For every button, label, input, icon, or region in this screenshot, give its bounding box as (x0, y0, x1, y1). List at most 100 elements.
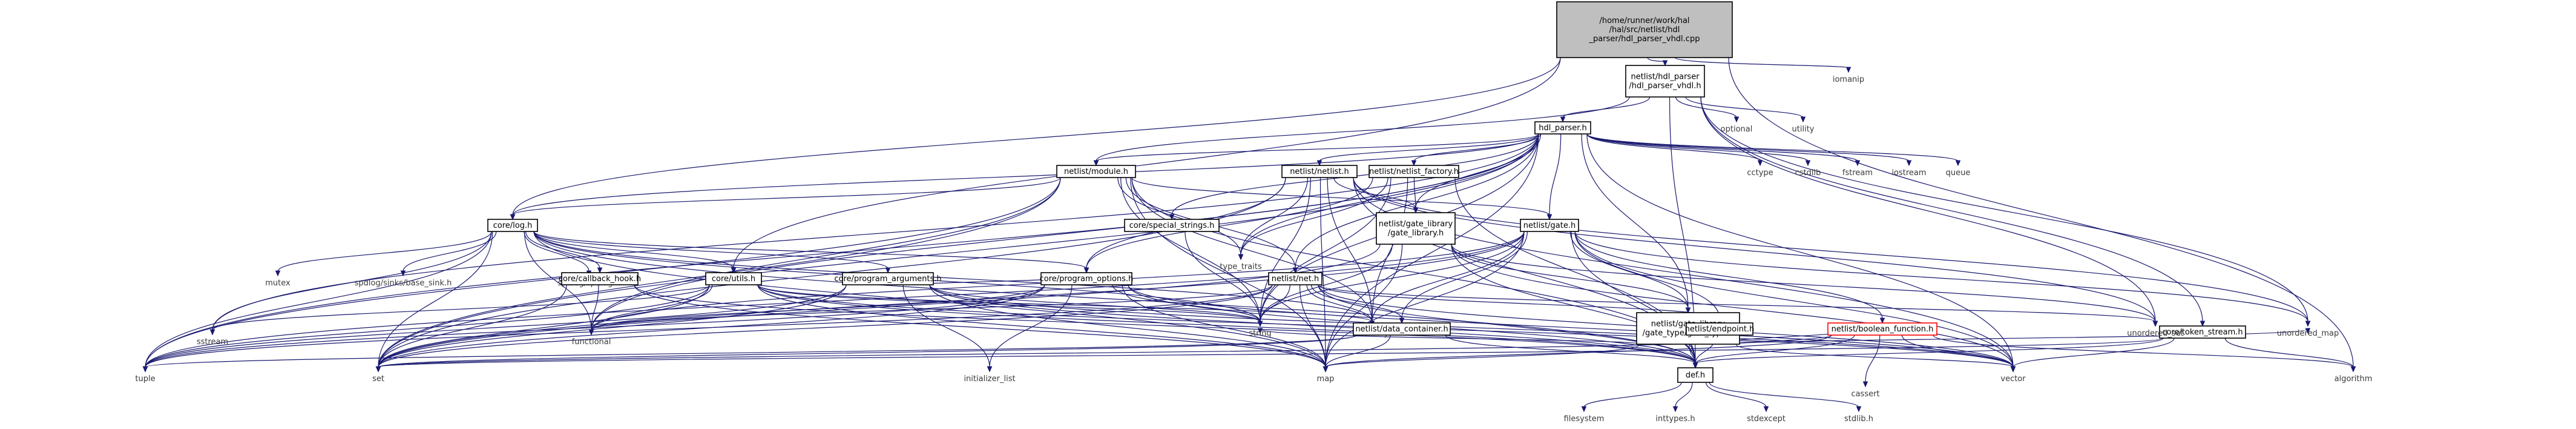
node-def[interactable]: def.h (1677, 367, 1714, 383)
node-label-hpv: /hdl_parser_vhdl.h (1629, 82, 1701, 91)
edge-log-to-progargs (533, 231, 889, 269)
edge-progargs-to-set (378, 284, 847, 368)
edge-root-to-log (512, 57, 1561, 216)
edge-hpv-to-utility (1685, 96, 1804, 118)
node-box-nfactory (1368, 165, 1459, 178)
edge-log-to-spdlog (524, 231, 590, 272)
edge-utils-to-sstream (212, 284, 710, 331)
node-label-fstream: fstream (1842, 168, 1873, 178)
edge-gate-to-gatetype (1569, 231, 1689, 309)
edge-arrowhead-gate-to-umap (2305, 321, 2311, 327)
edge-specstr-to-string (1184, 231, 1261, 322)
edge-tokenstream-to-vector (2012, 338, 2175, 368)
node-sstream: sstream (197, 338, 228, 347)
node-label-algorithm: algorithm (2334, 374, 2373, 384)
node-root[interactable]: /home/runner/work/hal/hal/src/netlist/hd… (1556, 1, 1733, 58)
node-label-spdsink: spdlog/sinks/base_sink.h (355, 279, 452, 288)
node-hp[interactable]: hdl_parser.h (1534, 121, 1591, 135)
node-module[interactable]: netlist/module.h (1056, 165, 1136, 178)
node-progargs[interactable]: core/program_arguments.h (834, 272, 942, 285)
edge-callback-to-set (378, 284, 567, 368)
edge-utils-to-map (757, 284, 1326, 368)
edge-gate-to-memory (1372, 231, 1525, 322)
edge-callback-to-functional (591, 284, 599, 331)
node-label-log: core/log.h (493, 221, 533, 230)
edge-hpv-to-umap (1700, 96, 2308, 322)
node-stdexcept: stdexcept (1747, 414, 1786, 424)
node-net[interactable]: netlist/net.h (1268, 272, 1322, 285)
node-label-functional: functional (572, 338, 611, 347)
edge-arrowhead-hp-to-iostream (1906, 160, 1912, 167)
edge-callback-to-def (634, 284, 1696, 364)
edge-netlisth-to-typetraits (1240, 177, 1309, 256)
edge-module-to-memory (1131, 177, 1373, 322)
node-label-datacont: netlist/data_container.h (1355, 325, 1448, 334)
node-label-boolfn: netlist/boolean_function.h (1832, 325, 1934, 334)
node-box-hp (1534, 121, 1591, 135)
node-datacont[interactable]: netlist/data_container.h (1353, 322, 1451, 336)
node-uset: unordered_set (2127, 329, 2183, 338)
edge-boolfn-to-vector (1901, 334, 2014, 368)
node-progopts[interactable]: core/program_options.h (1040, 272, 1134, 285)
edge-hp-to-cstdlib (1586, 133, 1809, 162)
edge-arrowhead-gate-to-boolfn (1879, 318, 1885, 324)
node-log[interactable]: core/log.h (487, 219, 538, 232)
node-inttypes: inttypes.h (1655, 414, 1695, 424)
edge-gatelib-to-uset (1451, 244, 2156, 322)
node-fstream: fstream (1842, 168, 1873, 178)
edge-root-to-hpv (1647, 57, 1666, 62)
node-box-specstr (1124, 219, 1220, 232)
node-mutex: mutex (265, 279, 291, 288)
node-label-optional: optional (1721, 125, 1753, 134)
node-label-iostream: iostream (1891, 168, 1926, 178)
node-box-progargs (842, 272, 934, 285)
edge-progopts-to-map (1122, 284, 1326, 368)
edge-arrowhead-def-to-filesystem (1581, 406, 1587, 413)
edge-gate-to-boolfn (1574, 231, 1883, 319)
node-label-module: netlist/module.h (1064, 167, 1128, 176)
edge-datacont-to-tuple (145, 334, 1358, 368)
edge-hp-to-module (1096, 133, 1539, 162)
node-specstr[interactable]: core/special_strings.h (1124, 219, 1220, 232)
node-label-stdexcept: stdexcept (1747, 414, 1786, 424)
edge-hp-to-gatelib (1415, 133, 1542, 209)
node-cstdlib: cstdlib (1795, 168, 1821, 178)
edge-boolfn-to-cassert (1865, 334, 1881, 383)
edge-arrowhead-net-to-uset (2152, 321, 2158, 327)
node-box-netlisth (1281, 165, 1358, 178)
node-label-root: _parser/hdl_parser_vhdl.cpp (1589, 35, 1700, 44)
edge-root-to-algorithm (1728, 57, 2354, 368)
edge-arrowhead-hpv-to-hp (1560, 116, 1566, 123)
node-callback[interactable]: core/callback_hook.h (559, 272, 641, 285)
edge-net-to-tuple (145, 284, 1273, 368)
edge-arrowhead-utils-to-sstream (209, 329, 215, 336)
node-nfactory[interactable]: netlist/netlist_factory.h (1368, 165, 1459, 178)
node-gate[interactable]: netlist/gate.h (1520, 219, 1579, 232)
node-hpv[interactable]: netlist/hdl_parser/hdl_parser_vhdl.h (1625, 65, 1705, 98)
edge-arrowhead-boolfn-to-vector (2010, 366, 2016, 373)
node-tokenstream[interactable]: core/token_stream.h (2159, 325, 2246, 339)
edge-nfactory-to-typetraits (1240, 177, 1388, 256)
node-boolfn[interactable]: netlist/boolean_function.h (1827, 322, 1937, 336)
node-gatelib[interactable]: netlist/gate_library/gate_library.h (1376, 212, 1456, 245)
node-utils[interactable]: core/utils.h (705, 272, 762, 285)
node-label-net: netlist/net.h (1272, 274, 1319, 284)
edge-arrowhead-net-to-string (1257, 321, 1263, 327)
dependency-edges (142, 57, 2356, 413)
node-label-iomanip: iomanip (1833, 75, 1864, 84)
edge-arrowhead-log-to-utils (731, 267, 737, 274)
node-label-callback: core/callback_hook.h (559, 274, 641, 284)
edge-arrowhead-hp-to-cstdlib (1805, 160, 1811, 167)
edge-tokenstream-to-def (1695, 338, 2164, 364)
node-endpoint[interactable]: netlist/endpoint.h (1685, 322, 1755, 336)
node-map: map (1317, 374, 1335, 384)
edge-net-to-uset (1318, 284, 2156, 322)
edge-datacont-to-def (1445, 334, 1696, 364)
edge-module-to-typetraits (1117, 177, 1241, 256)
edge-hp-to-fstream (1586, 133, 1858, 162)
edge-hp-to-log (512, 133, 1539, 216)
node-netlisth[interactable]: netlist/netlist.h (1281, 165, 1358, 178)
dependency-nodes: /home/runner/work/hal/hal/src/netlist/hd… (135, 1, 2373, 424)
node-box-def (1677, 367, 1714, 383)
